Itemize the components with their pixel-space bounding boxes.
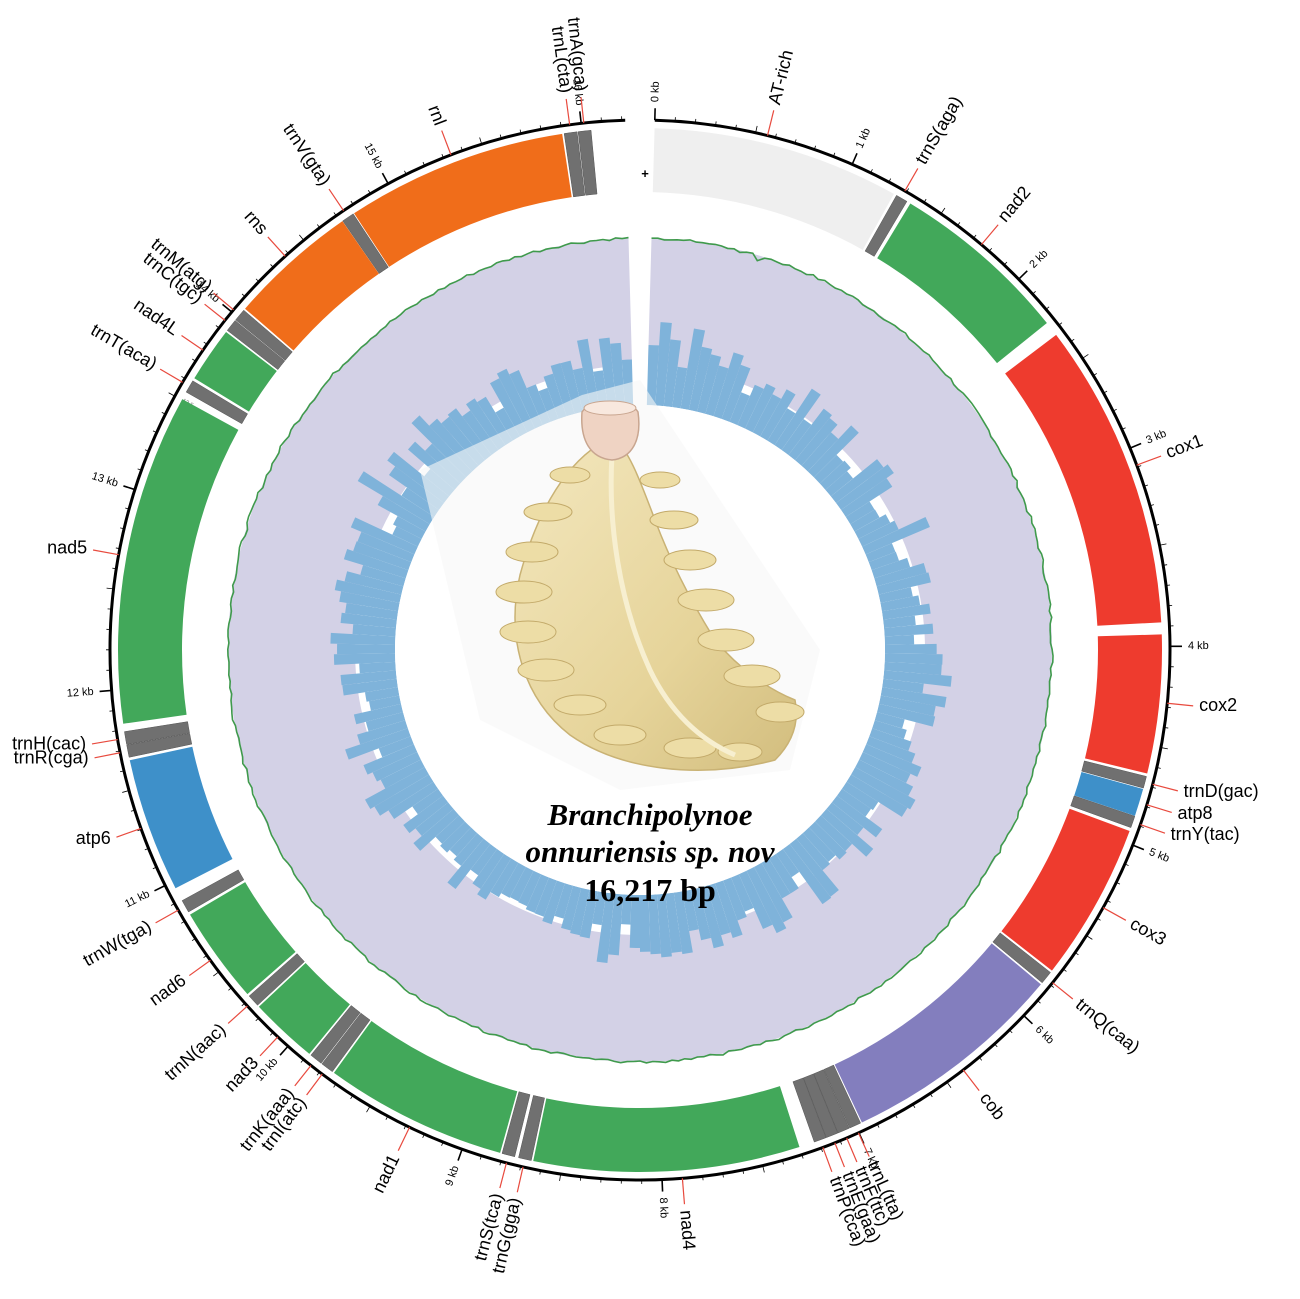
gene-label: cox2: [1199, 695, 1237, 715]
gene-label: cox1: [1163, 430, 1206, 462]
gene-label: nad6: [145, 970, 189, 1010]
species-name-line1: Branchipolynoe: [0, 797, 1300, 833]
ruler-tick: [280, 1046, 288, 1055]
strand-label: +: [641, 166, 649, 181]
gene-label: trnN(aac): [161, 1019, 230, 1084]
gene-label: nad1: [368, 1151, 403, 1196]
ruler-tick: [1024, 1016, 1033, 1024]
kb-tick-label: 6 kb: [1033, 1024, 1056, 1047]
kb-tick-label: 2 kb: [1027, 248, 1050, 271]
genome-length-label: 16,217 bp: [0, 872, 1300, 909]
ruler-tick: [367, 1106, 371, 1112]
ruler-tick: [100, 690, 112, 691]
label-leader: [260, 1037, 278, 1056]
gc-skew-bar: [885, 635, 915, 645]
kb-tick-label: 12 kb: [66, 686, 94, 700]
ruler-tick: [223, 304, 232, 312]
gene-cox2: [1085, 634, 1162, 773]
ruler-tick: [382, 173, 388, 184]
gene-label: trnT(aca): [88, 320, 161, 374]
gc-skew-bar: [337, 644, 395, 654]
gene-label: nad4: [676, 1209, 699, 1251]
kb-tick-label: 4 kb: [1188, 640, 1209, 652]
gc-skew-bar: [885, 644, 937, 654]
label-leader: [92, 740, 118, 744]
label-leader: [442, 131, 451, 155]
gene-label: cob: [976, 1088, 1010, 1123]
gene-label: rns: [241, 206, 273, 238]
ruler-tick: [458, 1149, 462, 1160]
label-leader: [823, 1147, 832, 1171]
kb-tick-label: 13 kb: [90, 470, 119, 490]
gene-label: trnW(tga): [79, 916, 154, 970]
ruler-tick: [852, 153, 857, 164]
label-leader: [295, 1065, 311, 1085]
species-name-line2: onnuriensis sp. nov: [0, 834, 1300, 870]
ruler-tick: [1082, 354, 1088, 358]
gene-label: rnl: [424, 102, 450, 128]
gene-nad5: [118, 399, 238, 724]
gene-nad4: [533, 1086, 799, 1172]
ruler-tick: [580, 111, 581, 123]
label-leader: [95, 753, 121, 758]
label-leader: [835, 1143, 845, 1167]
label-leader: [1103, 908, 1126, 921]
gene-label: AT-rich: [764, 48, 797, 107]
gene-label: trnQ(caa): [1072, 994, 1144, 1057]
ruler-tick: [169, 393, 175, 396]
label-leader: [500, 1163, 507, 1188]
ruler-tick: [716, 121, 717, 125]
ruler-tick: [123, 486, 134, 490]
label-leader: [963, 1070, 979, 1091]
label-leader: [398, 1127, 409, 1150]
label-leader: [268, 237, 285, 256]
label-leader: [847, 1138, 857, 1162]
kb-tick-label: 0 kb: [649, 81, 662, 102]
label-leader: [1137, 456, 1161, 465]
gene-label: trnV(gta): [279, 120, 335, 189]
kb-tick-label: 15 kb: [362, 141, 385, 170]
ruler-tick: [1086, 936, 1092, 940]
gene-label: trnH(cac): [12, 734, 86, 754]
label-leader: [156, 910, 179, 923]
label-leader: [307, 1074, 323, 1095]
gene-label: cox3: [1127, 913, 1170, 949]
label-leader: [1153, 784, 1178, 791]
ruler-tick: [941, 208, 945, 214]
ruler-tick: [1019, 271, 1028, 279]
kb-tick-label: 1 kb: [854, 126, 873, 150]
label-leader: [1053, 983, 1073, 999]
label-leader: [329, 189, 344, 211]
label-leader: [981, 225, 998, 245]
label-leader: [1167, 703, 1193, 706]
gene-label: trnS(aga): [911, 93, 966, 168]
gene-label: nad5: [47, 538, 87, 558]
gene-label: nad2: [993, 182, 1034, 226]
ruler-tick: [299, 235, 303, 240]
label-leader: [228, 1006, 247, 1023]
gene-label: nad4L: [130, 294, 183, 339]
label-leader: [682, 1178, 684, 1204]
label-leader: [768, 110, 774, 135]
ruler-tick: [213, 972, 219, 976]
kb-tick-label: 9 kb: [443, 1164, 461, 1188]
label-leader: [93, 550, 119, 555]
label-leader: [205, 304, 225, 320]
gene-rnl: [354, 134, 572, 267]
label-leader: [189, 960, 210, 975]
kb-tick-label: 8 kb: [657, 1197, 670, 1218]
ruler-tick: [1130, 444, 1141, 449]
label-leader: [517, 1167, 523, 1192]
ruler-tick: [947, 1082, 951, 1088]
label-leader: [905, 168, 918, 191]
label-leader: [182, 335, 203, 350]
label-leader: [160, 369, 182, 382]
label-leader: [566, 99, 569, 125]
